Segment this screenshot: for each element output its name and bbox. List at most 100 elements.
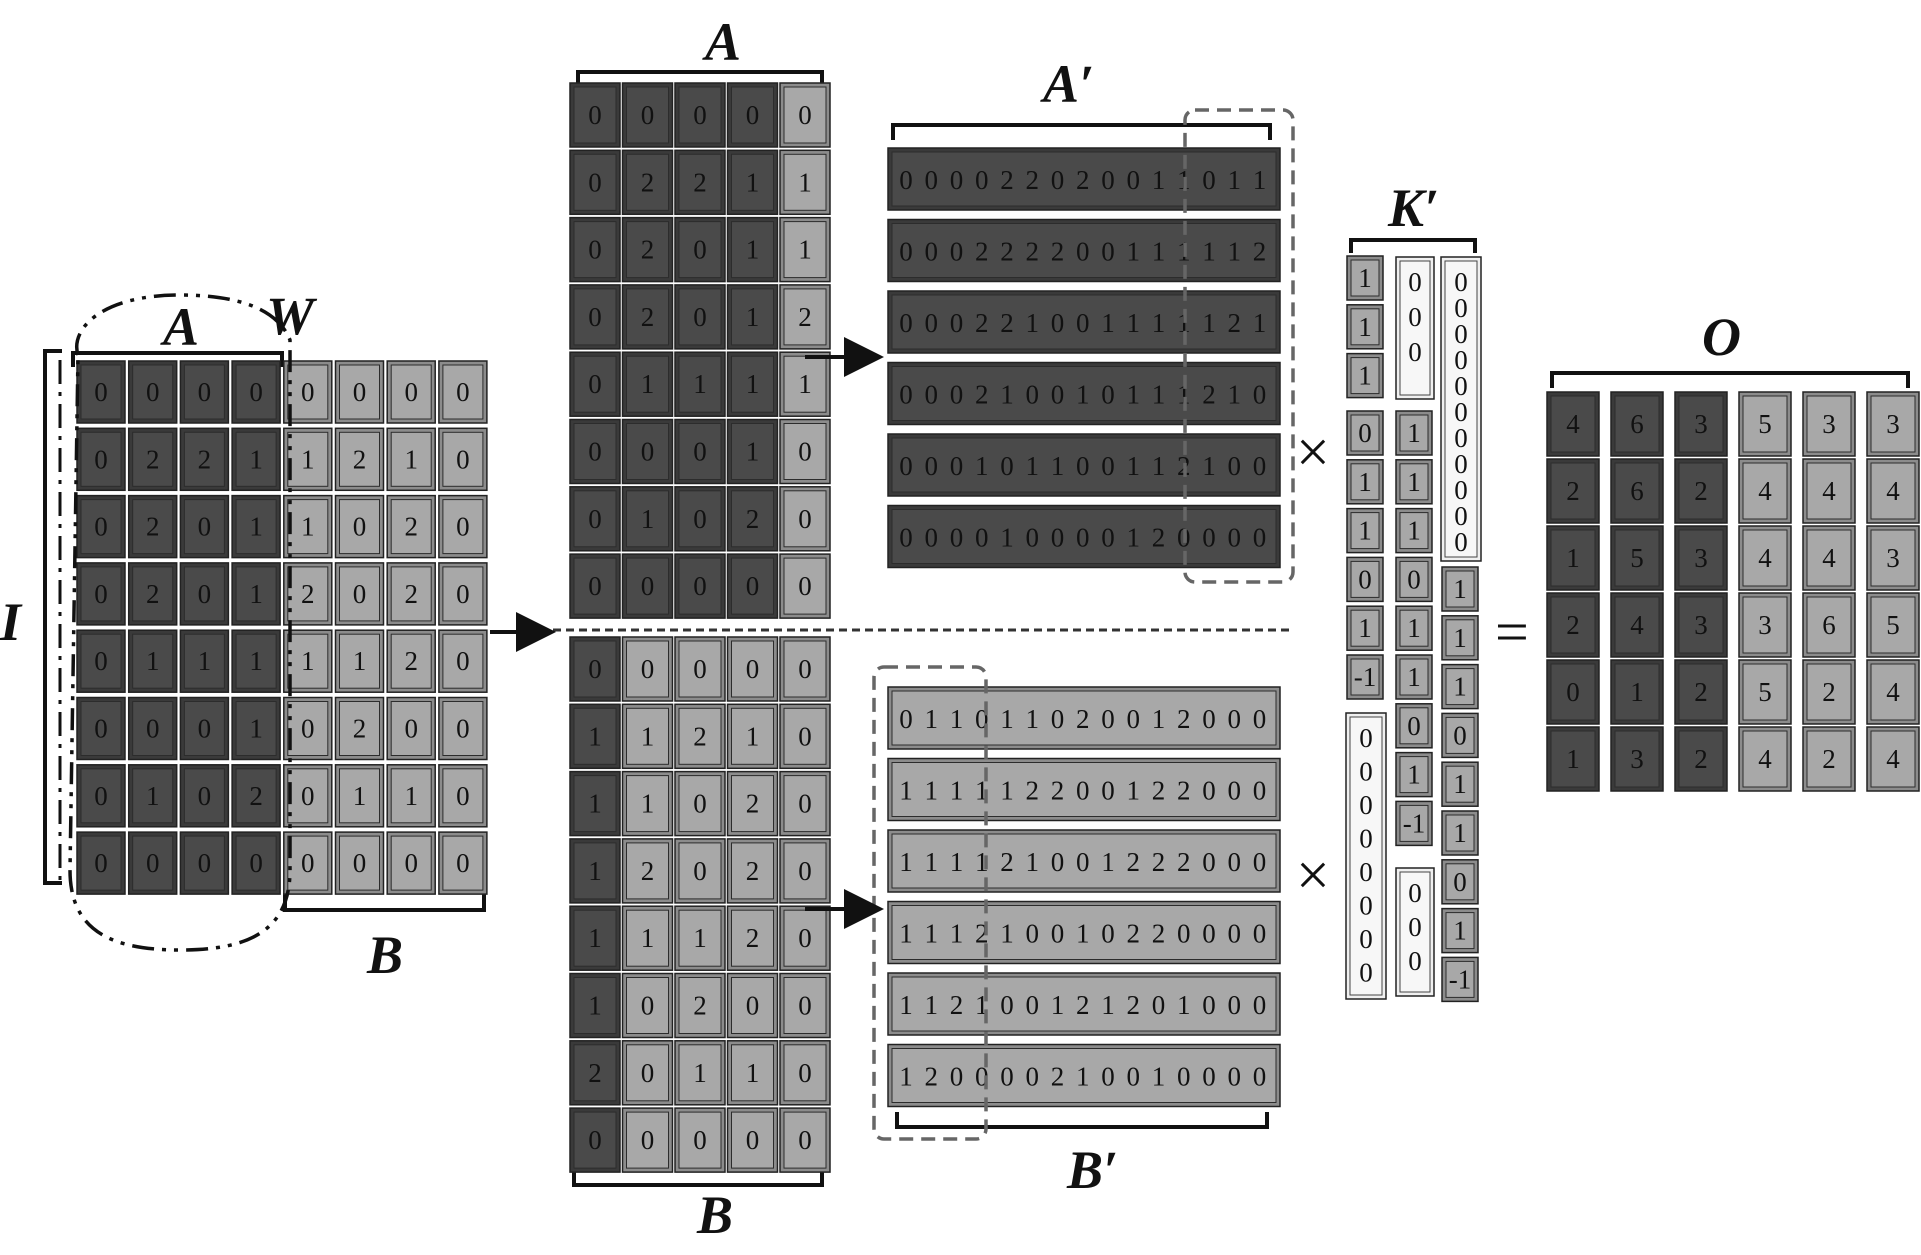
block-A-cell-r4c4-value: 1 [798,369,812,399]
input-I-cell-r7c6-value: 0 [404,848,418,878]
block-B-cell-r3c1 [626,842,669,900]
K-prime-col3-zero-bar-value-6: 0 [1454,423,1468,453]
input-I-cell-r4c4-value: 1 [301,646,315,676]
output-O-cell-r2c3 [1742,529,1788,587]
input-I-cell-r3c1-value: 2 [146,579,160,609]
output-O-cell-r4c1-value: 1 [1630,677,1644,707]
block-A-cell-r2c3 [731,221,774,279]
block-A-cell-r5c3-value: 1 [746,437,760,467]
block-A-cell-r6c3 [731,490,774,548]
block-A-cell-r3c4-value: 2 [798,302,812,332]
output-O-cell-r3c3-value: 3 [1758,610,1772,640]
K-prime-col1-mid-0-value: 0 [1358,418,1372,448]
block-A-cell-r2c1 [626,221,669,279]
K-prime-col3-mid-7 [1445,912,1475,950]
input-I-cell-r6c2-value: 0 [198,781,212,811]
block-B-cell-r1c4 [783,707,827,765]
A-prime-row-text-3: 0 0 0 2 1 0 0 1 0 1 1 1 2 1 0 [899,380,1269,410]
output-O-cell-r3c5 [1870,596,1916,654]
K-prime-col1-zero-bar-value-5: 0 [1359,891,1373,921]
B-prime-row-text-0: 0 1 1 0 1 1 0 2 0 0 1 2 0 0 0 [899,704,1269,734]
block-A-cell-r6c3-value: 2 [746,504,760,534]
input-I-cell-r3c6 [390,566,432,622]
K-prime-col2-mid-1 [1399,463,1429,501]
input-I-cell-r3c2 [183,566,225,622]
block-B-cell-r7c0 [573,1111,617,1169]
K-prime-col1-zero-bar-value-7: 0 [1359,958,1373,988]
block-B-cell-r6c1-value: 0 [641,1058,655,1088]
block-A-cell-r1c2 [678,153,722,211]
input-I-cell-r0c4-value: 0 [301,377,315,407]
bracket-K-prime [1349,238,1477,253]
block-A-cell-r1c1 [626,153,669,211]
bracket-I [43,349,62,885]
output-O-cell-r1c0-value: 2 [1566,476,1580,506]
input-I-cell-r0c7-value: 0 [456,377,470,407]
input-I-cell-r2c2-value: 0 [198,512,212,542]
input-I-cell-r3c1 [132,566,174,622]
K-prime-col3-mid-1 [1445,619,1475,657]
output-O-cell-r2c5 [1870,529,1916,587]
output-O-cell-r5c2-value: 2 [1694,744,1708,774]
K-prime-col1-top-0-value: 1 [1358,263,1372,293]
block-A-cell-r7c4-value: 0 [798,571,812,601]
B-prime-row-text-5: 1 2 0 0 0 0 2 1 0 0 1 0 0 0 0 [899,1062,1269,1092]
K-prime-col1-zero-bar-value-6: 0 [1359,924,1373,954]
input-I-cell-r3c4 [287,566,329,622]
block-B-cell-r6c4-value: 0 [798,1058,812,1088]
B-prime-row-4 [891,976,1277,1032]
input-I-cell-r1c2-value: 2 [198,444,212,474]
block-A-cell-r4c3-value: 1 [746,369,760,399]
block-A-cell-r7c1 [626,557,669,615]
block-B-cell-r5c0-value: 1 [588,991,602,1021]
input-I-cell-r3c6-value: 2 [404,579,418,609]
block-B-cell-r3c3 [731,842,774,900]
input-I-cell-r6c6-value: 1 [404,781,418,811]
block-B-cell-r2c4 [783,775,827,833]
input-I-cell-r3c0-value: 0 [94,579,108,609]
block-A-cell-r1c1-value: 2 [641,167,655,197]
block-B-cell-r7c1 [626,1111,669,1169]
block-A-cell-r0c0 [573,86,617,144]
input-I-cell-r2c0-value: 0 [94,512,108,542]
K-prime-col3-mid-3-value: 0 [1453,720,1467,750]
block-B-cell-r6c0 [573,1044,617,1102]
block-B-cell-r4c4-value: 0 [798,923,812,953]
block-A-cell-r3c1 [626,288,669,346]
A-prime-row-text-0: 0 0 0 0 2 2 0 2 0 0 1 1 0 1 1 [899,165,1269,195]
K-prime-col3-zero-bar-value-9: 0 [1454,501,1468,531]
output-O-cell-r0c5-value: 3 [1886,409,1900,439]
block-A-cell-r6c0 [573,490,617,548]
A-prime-row-2 [891,294,1277,350]
input-I-cell-r6c4-value: 0 [301,781,315,811]
output-O-cell-r2c4 [1806,529,1852,587]
K-prime-col2-zero-bottom-bar-value-0: 0 [1408,878,1422,908]
K-prime-col2-zero-top-bar-value-0: 0 [1408,267,1422,297]
block-A-cell-r2c3-value: 1 [746,235,760,265]
output-O-cell-r2c1-value: 5 [1630,543,1644,573]
K-prime-col3-zero-bar-value-2: 0 [1454,319,1468,349]
output-O-cell-r2c4-value: 4 [1822,543,1836,573]
input-I-cell-r3c3 [235,566,277,622]
K-prime-col1-top-1 [1350,308,1380,346]
K-prime-col2-mid-2-value: 1 [1407,516,1421,546]
block-B-cell-r2c2-value: 0 [693,789,707,819]
input-I-cell-r7c6 [390,835,432,891]
input-I-cell-r7c4 [287,835,329,891]
block-A-cell-r7c2-value: 0 [693,571,707,601]
block-A-cell-r4c1 [626,355,669,413]
K-prime-col3-mid-6 [1445,863,1475,901]
K-prime-col1-mid-0 [1350,414,1380,452]
output-O-cell-r5c4 [1806,730,1852,788]
input-I-cell-r3c5-value: 0 [353,579,367,609]
input-I-cell-r7c4-value: 0 [301,848,315,878]
block-B-cell-r5c4-value: 0 [798,991,812,1021]
block-B-cell-r7c0-value: 0 [588,1125,602,1155]
output-O-cell-r3c5-value: 5 [1886,610,1900,640]
input-I-cell-r5c5 [339,701,380,756]
K-prime-col3-zero-bar-value-4: 0 [1454,371,1468,401]
bracket-B-prime [895,1112,1269,1129]
K-prime-col3-mid-5 [1445,814,1475,852]
input-I-cell-r5c7-value: 0 [456,714,470,744]
input-I-cell-r4c0 [80,633,122,689]
